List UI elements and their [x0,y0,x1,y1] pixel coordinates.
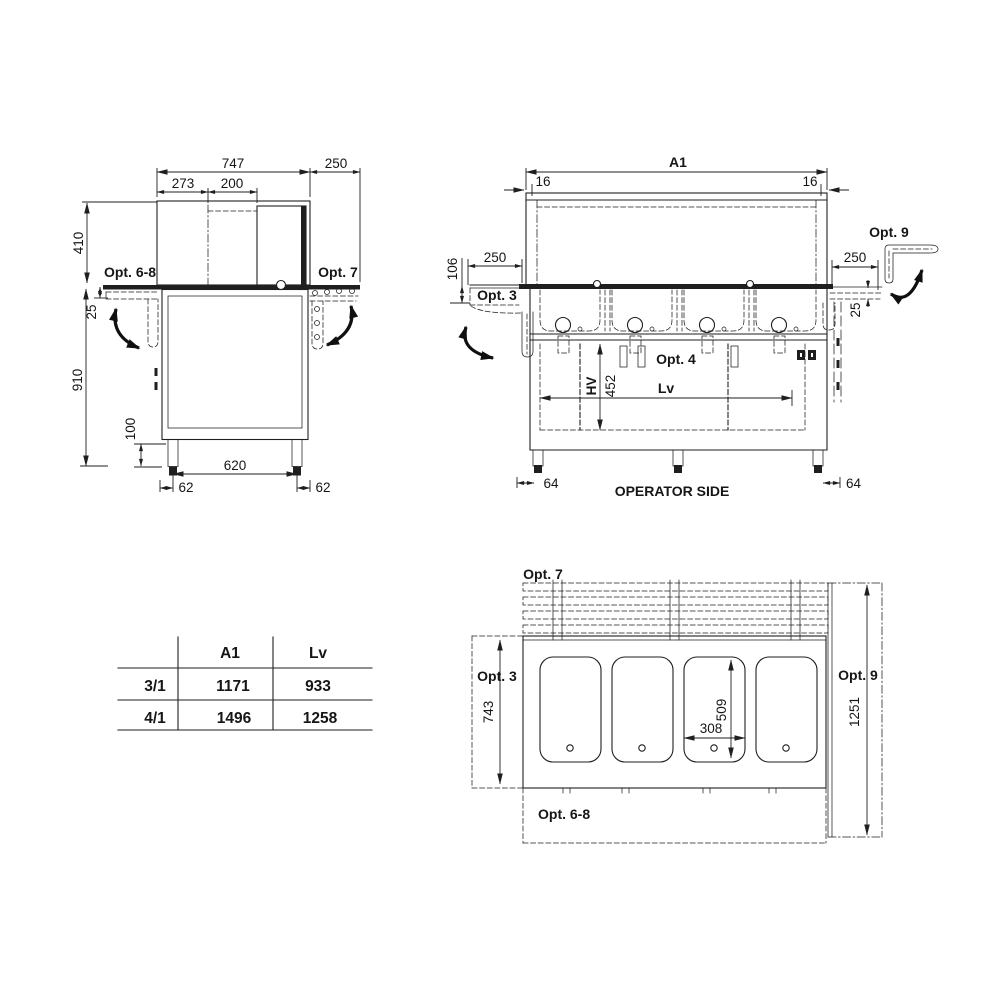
top-view: 743 509 308 1251 Opt. 7 Opt. 3 Opt. 9 Op… [471,566,883,844]
counter-bump [745,279,755,289]
option-label-opt-6-8: Opt. 6-8 [538,806,590,822]
option-label-opt-3: Opt. 3 [477,668,517,684]
dim-label: 743 [481,701,496,724]
knob-icon [770,316,788,334]
dim-label: 452 [603,375,618,398]
option-label-opt-9: Opt. 9 [838,667,878,683]
top-left-shelf-zone [471,635,524,789]
knob-icon [554,316,572,334]
dim-label: 273 [172,176,195,191]
dim-label: Lv [658,380,675,396]
fold-down-arrow-icon [458,325,495,360]
dim-label: 62 [315,480,330,495]
size-table: A1 Lv 3/1 1171 933 4/1 1496 1258 [117,636,373,731]
knob-icon [626,316,644,334]
dim-label: 1251 [847,697,862,727]
table-cell: 933 [305,678,331,695]
side-right-folding-rail [309,288,359,350]
table-header-lv: Lv [309,645,327,662]
latch [619,345,628,368]
latch [730,345,739,368]
dim-label: 250 [325,156,348,171]
top-right-shelf-zone [827,582,883,838]
side-left-folding-shelf [105,291,159,390]
option-label-opt-3: Opt. 3 [477,287,517,303]
knob-icon [698,316,716,334]
front-view: A1 16 16 106 250 250 25 HV 452 Lv [445,154,939,499]
table-cell: 1171 [216,678,250,695]
latch [637,345,646,368]
table-row-label: 3/1 [144,678,166,695]
option-label-opt-7: Opt. 7 [523,566,563,582]
dim-label: 620 [224,458,247,473]
counter-bump [592,279,602,289]
top-rails [522,579,829,641]
front-superstructure [525,192,828,286]
dim-label: 25 [848,302,863,317]
top-dimensions: 743 509 308 1251 [481,584,870,836]
dim-label: 250 [484,250,507,265]
side-view: 747 250 273 200 410 910 25 100 620 [70,156,361,495]
foot [534,465,542,473]
dim-label: 16 [802,174,817,189]
top-bottom-shelf-zone [522,787,827,844]
dim-label: 910 [70,369,85,392]
table-cell: 1258 [303,710,338,727]
side-body [161,288,309,476]
foot [674,465,682,473]
front-right-bracket [822,244,939,403]
option-label-opt-4: Opt. 4 [656,351,696,367]
dim-label: 509 [714,699,729,722]
front-left-tray-shelf [458,284,534,360]
dim-label: 200 [221,176,244,191]
table-row-label: 4/1 [144,710,166,727]
side-superstructure [156,200,311,286]
dim-label: 62 [178,480,193,495]
option-label-opt-9: Opt. 9 [869,224,909,240]
dim-label: 64 [543,476,559,491]
front-dimensions: A1 16 16 106 250 250 25 HV 452 Lv [445,154,879,491]
fold-down-arrow-icon [325,304,359,347]
dim-label: 410 [71,232,86,255]
dim-label: 106 [445,258,460,281]
operator-side-caption: OPERATOR SIDE [615,483,730,499]
drain-icon [566,744,574,752]
dim-label: A1 [669,154,687,170]
dim-label: 308 [700,721,723,736]
dim-label: 100 [123,418,138,441]
dim-label: 250 [844,250,867,265]
option-label-opt-7: Opt. 7 [318,264,358,280]
top-body [522,635,827,794]
side-case-bump [275,279,287,291]
dim-label: 64 [846,476,862,491]
front-counter-top [519,284,833,289]
table-header-a1: A1 [220,645,240,662]
swing-arrow-icon [889,268,924,305]
drain-icon [638,744,646,752]
side-dimensions: 747 250 273 200 410 910 25 100 620 [70,156,361,495]
fold-down-arrow-icon [109,307,141,350]
drain-icon [710,744,718,752]
option-label-opt-6-8: Opt. 6-8 [104,264,156,280]
drain-icon [782,744,790,752]
dim-label: 16 [535,174,550,189]
side-counter-top [103,285,360,290]
dim-label: 747 [222,156,245,171]
dim-label: HV [584,377,599,396]
dim-label: 25 [84,304,99,319]
foot [814,465,822,473]
table-cell: 1496 [217,710,252,727]
front-cabinet [529,333,828,473]
front-wells [529,288,828,451]
